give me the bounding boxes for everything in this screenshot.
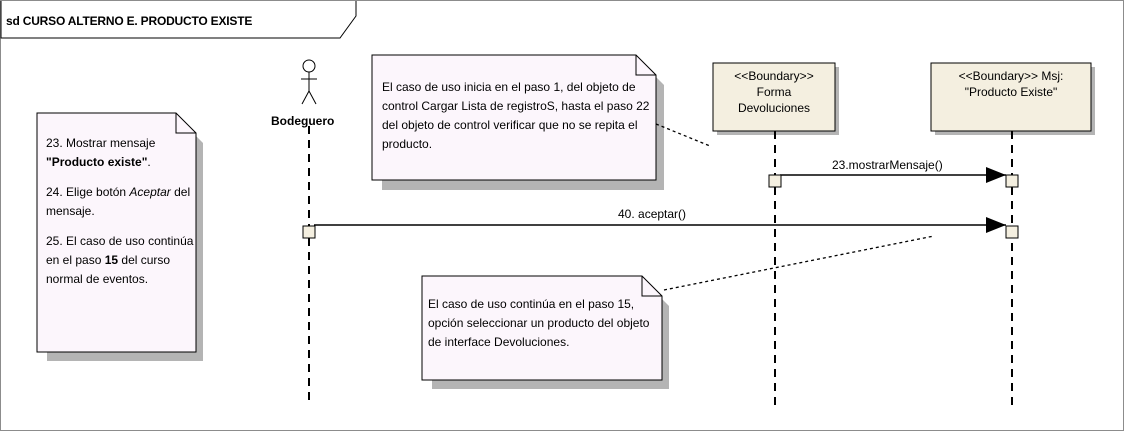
frame-title: sd CURSO ALTERNO E. PRODUCTO EXISTE bbox=[6, 14, 253, 28]
boundary-stereotype: <<Boundary>> Msj: bbox=[958, 69, 1064, 83]
note-top-connector bbox=[655, 123, 711, 147]
note-step-25: 25. El caso de uso continúa en el paso 1… bbox=[46, 234, 194, 286]
boundary-name-line2: Devoluciones bbox=[737, 101, 811, 115]
message-label-mostrar-mensaje: 23.mostrarMensaje() bbox=[832, 158, 943, 172]
note-bottom-fold bbox=[641, 276, 662, 297]
note-bottom-text: El caso de uso continúa en el paso 15, o… bbox=[428, 297, 650, 349]
boundary-stereotype: <<Boundary>> bbox=[734, 69, 814, 83]
boundary-label-msj-producto-existe: <<Boundary>> Msj: "Producto Existe" bbox=[932, 68, 1090, 100]
frame-title-tab bbox=[0, 1, 357, 39]
note-bottom-connector bbox=[663, 235, 935, 291]
note-left-text: 23. Mostrar mensaje "Producto existe". 2… bbox=[46, 134, 194, 289]
note-left-body bbox=[36, 112, 197, 353]
boundary-box-forma-devoluciones[interactable] bbox=[712, 62, 836, 132]
note-left bbox=[36, 112, 203, 361]
activation-msj-receive-1 bbox=[1005, 174, 1019, 188]
actor-icon[interactable] bbox=[301, 59, 317, 105]
message-label-aceptar: 40. aceptar() bbox=[618, 207, 687, 221]
activation-bodeguero-send bbox=[302, 225, 316, 239]
note-top-body bbox=[371, 54, 657, 181]
note-top-fold bbox=[635, 55, 656, 76]
note-left-fold bbox=[175, 113, 196, 134]
boundary-label-forma-devoluciones: <<Boundary>> Forma Devoluciones bbox=[714, 68, 834, 116]
activation-msj-receive-2 bbox=[1005, 225, 1019, 239]
boundary-name-line1: "Producto Existe" bbox=[964, 85, 1058, 99]
note-bottom-body bbox=[421, 275, 663, 381]
note-step-23: 23. Mostrar mensaje "Producto existe". bbox=[46, 136, 156, 169]
boundary-name-line1: Forma bbox=[756, 85, 792, 99]
note-bottom bbox=[421, 275, 669, 389]
boundary-box-msj-producto-existe[interactable] bbox=[930, 62, 1092, 132]
activation-forma-send bbox=[768, 174, 782, 188]
note-top bbox=[371, 54, 664, 190]
note-top-text: El caso de uso inicia en el paso 1, del … bbox=[382, 80, 650, 151]
note-step-24: 24. Elige botón Aceptar del mensaje. bbox=[46, 185, 191, 218]
actor-label: Bodeguero bbox=[271, 114, 335, 128]
